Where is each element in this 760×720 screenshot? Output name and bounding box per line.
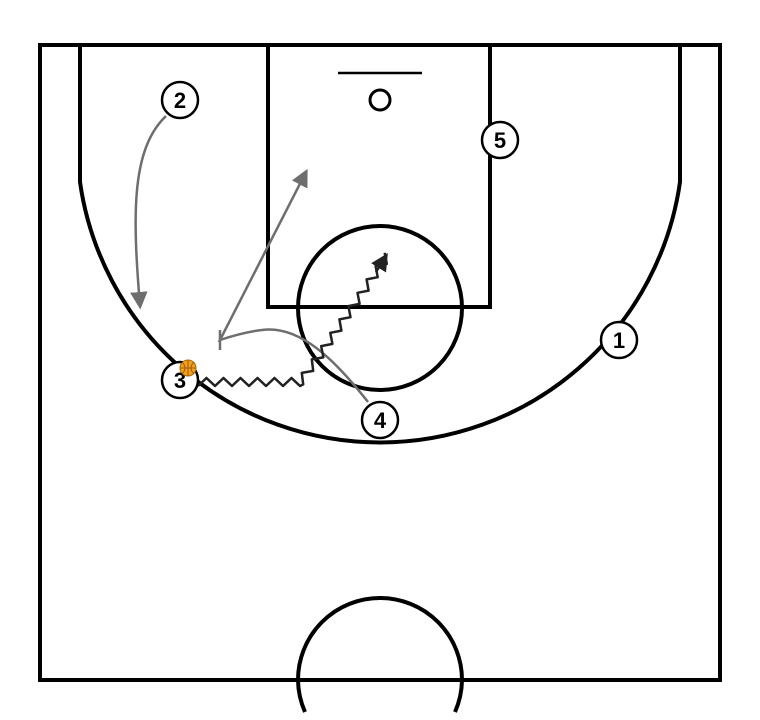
player-label: 1 bbox=[613, 328, 625, 353]
player-2[interactable]: 2 bbox=[160, 80, 200, 120]
paint-lane bbox=[266, 43, 492, 309]
player-label: 2 bbox=[174, 88, 186, 113]
court-boundary bbox=[38, 43, 722, 682]
player-4[interactable]: 4 bbox=[360, 400, 400, 440]
free-throw-circle bbox=[296, 224, 464, 392]
player-1[interactable]: 1 bbox=[599, 320, 639, 360]
hoop bbox=[368, 88, 392, 112]
center-circle bbox=[296, 596, 464, 681]
player-label: 5 bbox=[494, 128, 506, 153]
dribble-3 bbox=[197, 252, 389, 388]
three-point-line bbox=[78, 45, 682, 445]
basketball-icon bbox=[179, 359, 197, 377]
dribble-arrowhead bbox=[371, 253, 388, 273]
center-circle-lower-right bbox=[453, 679, 464, 713]
player-5[interactable]: 5 bbox=[480, 120, 520, 160]
court-lines bbox=[38, 43, 722, 713]
cut-4 bbox=[217, 168, 369, 403]
center-circle-lower bbox=[296, 679, 307, 713]
cut-2 bbox=[130, 115, 167, 310]
player-label: 4 bbox=[374, 408, 387, 433]
